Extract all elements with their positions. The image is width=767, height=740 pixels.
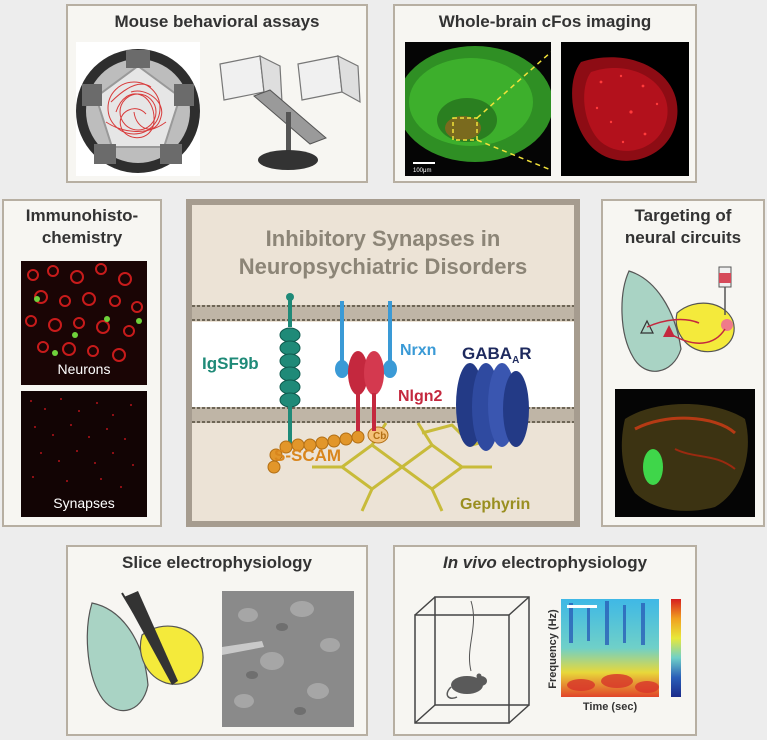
ihc-title: Immunohisto- chemistry <box>4 205 160 249</box>
slice-panel: Slice electrophysiology <box>66 545 368 736</box>
igsf9b-label: IgSF9b <box>202 354 259 373</box>
igsf9b-protein <box>279 293 301 447</box>
slice-title: Slice electrophysiology <box>122 553 312 572</box>
spectrogram-ylabel: Frequency (Hz) <box>547 609 559 689</box>
gabaa-receptor <box>456 363 529 451</box>
central-title-line1: Inhibitory Synapses in <box>265 226 501 251</box>
targeting-panel: Targeting of neural circuits <box>601 199 765 527</box>
mouse-box-image <box>409 587 539 727</box>
central-title: Inhibitory Synapses in Neuropsychiatric … <box>192 225 574 281</box>
neurons-image: Neurons <box>21 261 147 385</box>
circuit-targeting-image <box>615 259 755 381</box>
slice-microscopy-image <box>222 591 354 727</box>
synapses-label: Synapses <box>53 495 115 511</box>
central-synapse-diagram: Inhibitory Synapses in Neuropsychiatric … <box>186 199 580 527</box>
nrxn-protein <box>335 301 397 378</box>
invivo-panel: In vivo electrophysiology Frequency (Hz) <box>393 545 697 736</box>
spectrogram-image <box>561 599 659 697</box>
cb-label: Cb <box>373 431 386 442</box>
targeting-title-line1: Targeting of <box>634 206 732 225</box>
invivo-title-italic: In vivo <box>442 553 497 572</box>
ihc-title-line1: Immunohisto- <box>25 206 139 225</box>
nlgn2-label: Nlgn2 <box>398 388 443 405</box>
synapses-image: Synapses <box>21 391 147 517</box>
invivo-title: In vivo electrophysiology <box>395 553 695 573</box>
gabaa-label: GABAAR <box>462 344 532 366</box>
nlgn2-protein <box>348 351 384 431</box>
invivo-title-rest: electrophysiology <box>496 553 648 572</box>
maze-image <box>76 42 200 176</box>
whole-brain-green-image: 100μm <box>405 42 551 176</box>
cfos-title: Whole-brain cFos imaging <box>438 12 652 31</box>
spectrogram-ylabel-box: Frequency (Hz) <box>543 601 559 701</box>
ihc-title-line2: chemistry <box>41 228 123 247</box>
central-title-line2: Neuropsychiatric Disorders <box>238 254 528 279</box>
behavior-title: Mouse behavioral assays <box>114 12 320 31</box>
cfos-zoom-image <box>561 42 689 176</box>
behavior-panel: Mouse behavioral assays <box>66 4 368 183</box>
slice-brain-image <box>82 585 212 725</box>
spectrogram-colorbar <box>671 599 681 697</box>
brain-section-image <box>615 389 755 517</box>
presynaptic-membrane <box>192 305 574 321</box>
targeting-title: Targeting of neural circuits <box>603 205 763 249</box>
nrxn-label: Nrxn <box>400 342 436 359</box>
neurons-label: Neurons <box>57 361 111 377</box>
spectrogram-xlabel: Time (sec) <box>582 701 638 713</box>
sscam-label: S-SCAM <box>274 446 341 465</box>
gephyrin-label: Gephyrin <box>460 496 530 513</box>
sscam-protein <box>267 426 389 474</box>
balance-beam-image <box>214 50 362 176</box>
scale-bar-label: 100μm <box>413 168 431 174</box>
ihc-panel: Immunohisto- chemistry Neurons <box>2 199 162 527</box>
cfos-panel: Whole-brain cFos imaging 100μm <box>393 4 697 183</box>
targeting-title-line2: neural circuits <box>624 228 742 247</box>
